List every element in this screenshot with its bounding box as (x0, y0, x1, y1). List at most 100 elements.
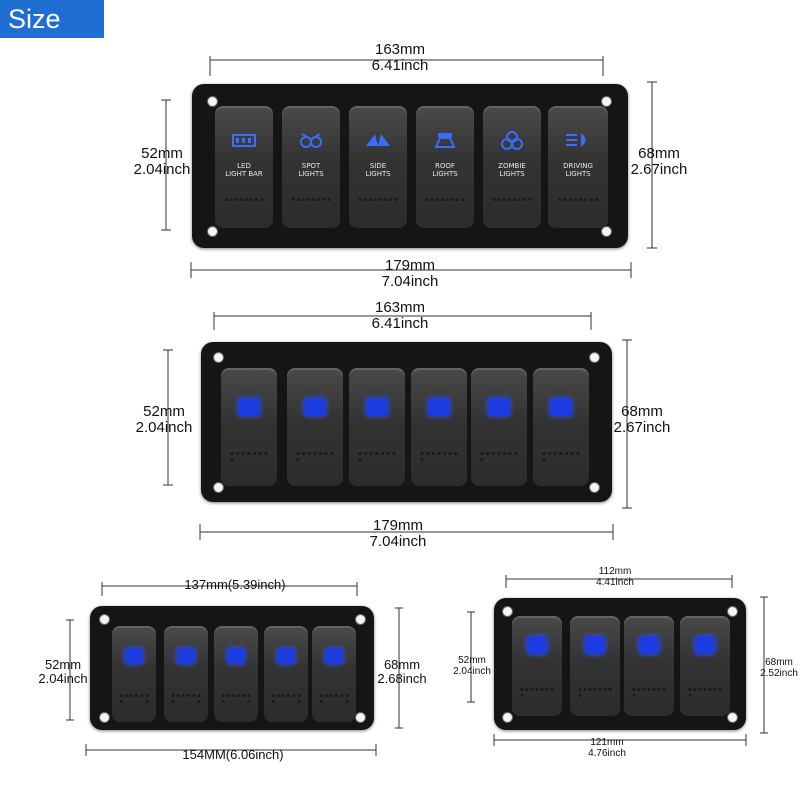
rocker-switch[interactable] (680, 616, 730, 716)
switch-dots (357, 452, 396, 461)
dimension-mm: 179mm (372, 517, 424, 534)
led-indicator (585, 636, 605, 654)
dimension-mm: 163mm (374, 41, 426, 58)
switch-dots (119, 694, 150, 703)
switch-dots (688, 688, 723, 697)
switch-panel-6-gang (201, 342, 612, 502)
rocker-switch[interactable] (512, 616, 562, 716)
rocker-switch[interactable] (471, 368, 527, 486)
led-indicator (325, 648, 343, 664)
dimension-inch: 2.67inch (630, 160, 688, 178)
led-indicator (277, 648, 295, 664)
rocker-switch[interactable] (349, 368, 405, 486)
switch-panel-6-gang-labeled: LED LIGHT BAR SPOT LIGHTS SIDE LIGHTS RO… (192, 84, 628, 248)
switch-dots (479, 452, 518, 461)
dimension-inch: 2.04inch (453, 665, 491, 677)
dimension-inch: 4.76inch (588, 747, 626, 759)
dimension-mm: 68mm (765, 657, 793, 668)
rocker-switch[interactable] (411, 368, 467, 486)
led-indicator (428, 398, 450, 416)
led-indicator (227, 648, 245, 664)
led-indicator (177, 648, 195, 664)
rocker-switch[interactable] (312, 626, 356, 722)
screw (213, 482, 224, 493)
side-lights-icon (363, 130, 393, 150)
led-indicator (366, 398, 388, 416)
driving-lights-icon (563, 130, 593, 150)
switch-label: ZOMBIE LIGHTS (498, 162, 526, 178)
switch-dots (492, 198, 533, 201)
screw (502, 606, 513, 617)
panel1-outer-width-label: 179mm 7.04inch (340, 258, 480, 290)
dimension-text: 154MM(6.06inch) (182, 747, 284, 762)
screw (601, 226, 612, 237)
size-badge: Size (0, 0, 104, 38)
led-indicator (125, 648, 143, 664)
rocker-switch[interactable] (264, 626, 308, 722)
dimension-inch: 7.04inch (381, 272, 439, 290)
screw (355, 712, 366, 723)
rocker-switch-driving-lights[interactable]: DRIVING LIGHTS (548, 106, 608, 228)
dimension-mm: 179mm (384, 257, 436, 274)
dimension-mm: 52mm (143, 403, 185, 420)
rocker-switch-roof-lights[interactable]: ROOF LIGHTS (416, 106, 474, 228)
dimension-inch: 7.04inch (369, 532, 427, 550)
rocker-switch-led-light-bar[interactable]: LED LIGHT BAR (215, 106, 273, 228)
panel2-height-label: 52mm 2.04inch (124, 404, 204, 436)
switch-dots (295, 452, 334, 461)
switch-dots (229, 452, 268, 461)
screw (99, 614, 110, 625)
panel1-height-label: 52mm 2.04inch (124, 146, 200, 178)
rocker-switch[interactable] (624, 616, 674, 716)
panel2-width-label: 163mm 6.41inch (330, 300, 470, 332)
rocker-switch[interactable] (570, 616, 620, 716)
rocker-switch-zombie-lights[interactable]: ZOMBIE LIGHTS (483, 106, 541, 228)
screw (99, 712, 110, 723)
switch-dots (578, 688, 613, 697)
panel4-height-label: 52mm 2.04inch (446, 655, 498, 677)
rocker-switch-spot-lights[interactable]: SPOT LIGHTS (282, 106, 340, 228)
dimension-text: 137mm(5.39inch) (184, 577, 286, 592)
switch-dots (319, 694, 350, 703)
switch-dots (541, 452, 580, 461)
rocker-switch[interactable] (533, 368, 589, 486)
switch-label: ROOF LIGHTS (432, 162, 458, 178)
panel3-outer-width-label: 154MM(6.06inch) (148, 748, 318, 762)
dimension-inch: 2.68inch (377, 670, 427, 686)
switch-dots (221, 694, 252, 703)
rocker-switch-side-lights[interactable]: SIDE LIGHTS (349, 106, 407, 228)
screw (207, 226, 218, 237)
led-indicator (527, 636, 547, 654)
switch-dots (171, 694, 202, 703)
dimension-mm: 121mm (590, 737, 624, 748)
led-indicator (695, 636, 715, 654)
dimension-mm: 112mm (598, 566, 632, 577)
rocker-switch[interactable] (287, 368, 343, 486)
rocker-switch[interactable] (164, 626, 208, 722)
screw (355, 614, 366, 625)
dimension-mm: 52mm (141, 145, 183, 162)
screw (589, 482, 600, 493)
rocker-switch[interactable] (112, 626, 156, 722)
led-indicator (238, 398, 260, 416)
switch-panel-5-gang (90, 606, 374, 730)
led-indicator (550, 398, 572, 416)
dimension-inch: 6.41inch (371, 56, 429, 74)
screw (207, 96, 218, 107)
dimension-inch: 2.04inch (133, 160, 191, 178)
rocker-switch[interactable] (214, 626, 258, 722)
screw (727, 712, 738, 723)
rocker-switch[interactable] (221, 368, 277, 486)
panel3-width-label: 137mm(5.39inch) (150, 578, 320, 592)
switch-dots (520, 688, 555, 697)
dimension-inch: 4.41inch (596, 576, 634, 588)
switch-dots (632, 688, 667, 697)
switch-dots (224, 198, 265, 201)
dimension-inch: 2.04inch (135, 418, 193, 436)
switch-panel-4-gang (494, 598, 746, 730)
led-indicator (639, 636, 659, 654)
screw (502, 712, 513, 723)
switch-label: SIDE LIGHTS (365, 162, 391, 178)
switch-label: LED LIGHT BAR (225, 162, 263, 178)
